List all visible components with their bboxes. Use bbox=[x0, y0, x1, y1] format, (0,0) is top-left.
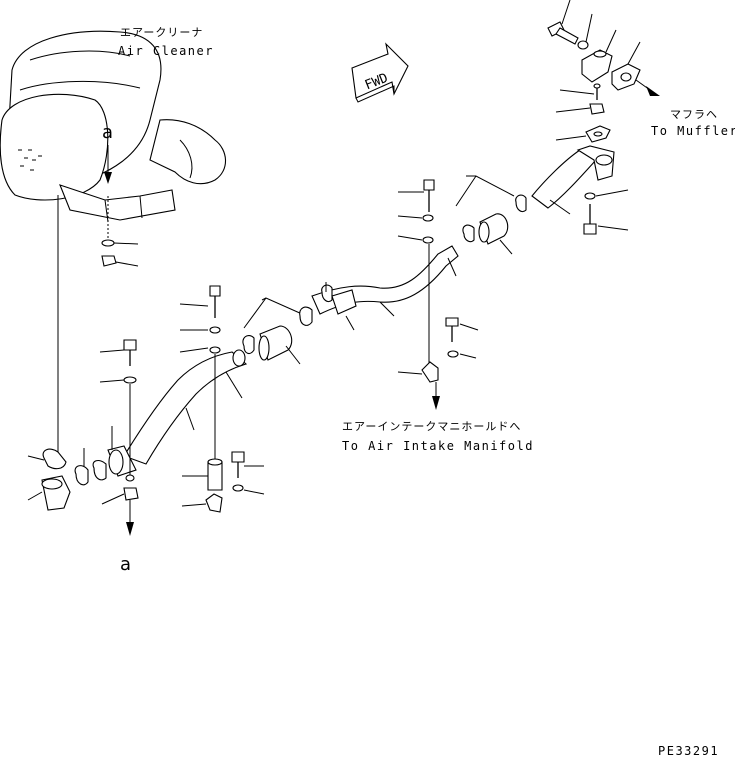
muffler-label-en: To Muffler bbox=[651, 124, 735, 138]
air-cleaner bbox=[0, 30, 227, 452]
bolt-washer-stack-left bbox=[99, 339, 139, 536]
bolt-washer-stack-center bbox=[397, 179, 440, 410]
arrow-down-icon bbox=[104, 145, 112, 184]
hose-clamp-group-middle bbox=[242, 282, 357, 365]
drawing-number: PE33291 bbox=[658, 744, 719, 758]
air-cleaner-label-jp: エアークリーナ bbox=[120, 26, 203, 39]
left-bent-pipe bbox=[107, 349, 248, 477]
muffler-label-jp: マフラヘ bbox=[670, 108, 718, 121]
reference-a-top: a bbox=[102, 122, 113, 143]
bolt-washer-stack-center-left bbox=[179, 285, 265, 513]
nut-icon bbox=[101, 255, 139, 267]
intake-label-en: To Air Intake Manifold bbox=[342, 439, 534, 453]
air-cleaner-label-en: Air Cleaner bbox=[118, 44, 214, 58]
fwd-arrow-icon: FWD bbox=[351, 42, 409, 103]
reference-a-bottom: a bbox=[120, 554, 131, 575]
bolt-washer-intake bbox=[445, 317, 479, 359]
hose-clamp-group-right bbox=[455, 175, 527, 255]
washer-icon bbox=[101, 239, 139, 247]
main-tube bbox=[311, 245, 459, 317]
muffler-connection-parts bbox=[531, 0, 660, 235]
intake-label-jp: エアーインテークマニホールドへ bbox=[342, 420, 521, 433]
bottom-left-clamps bbox=[27, 448, 107, 511]
